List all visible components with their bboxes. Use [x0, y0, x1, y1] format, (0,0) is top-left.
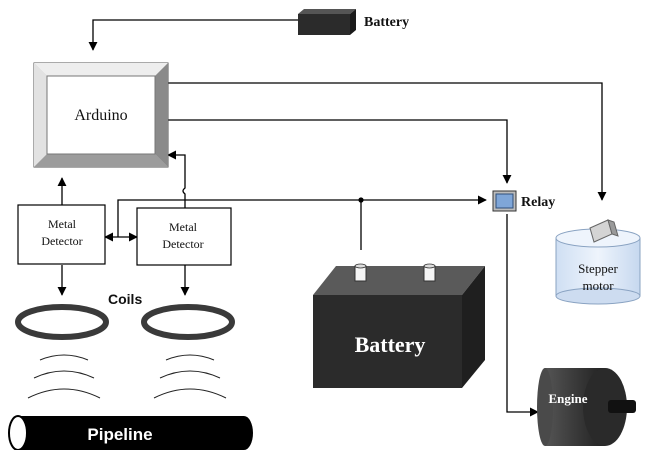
coils-label: Coils [108, 291, 142, 307]
battery-small-label: Battery [364, 15, 409, 30]
battery-large-label: Battery [355, 332, 426, 357]
relay-icon [492, 190, 517, 212]
wire-arduino-to-relay [168, 119, 512, 184]
wire-detector-to-arduino [167, 150, 186, 208]
metal-detector-right [136, 207, 232, 266]
metal-detector-left [17, 204, 106, 265]
detector-right-label-1: Metal [169, 220, 198, 234]
detector-left-label-2: Detector [41, 234, 82, 248]
relay-label: Relay [521, 195, 555, 210]
engine-icon [537, 368, 636, 446]
stepper-motor-icon [555, 219, 641, 305]
arduino-label: Arduino [74, 107, 127, 124]
stepper-label-1: Stepper [578, 261, 618, 276]
battery-icon [298, 9, 356, 35]
pipe-icon [8, 415, 253, 450]
signal-waves-left [27, 354, 101, 399]
stepper-label-2: motor [582, 278, 614, 293]
arduino-box [33, 62, 169, 168]
connections [57, 19, 607, 417]
wire-arduino-to-stepper [168, 82, 607, 201]
coil-ring-icon [141, 304, 235, 340]
coil-ring-icon [15, 304, 109, 340]
junction-dot [358, 197, 364, 203]
wire-battery-to-arduino [88, 19, 298, 51]
engine-label: Engine [548, 391, 587, 406]
detector-right-label-2: Detector [162, 237, 203, 251]
signal-waves-right [153, 354, 227, 399]
wire-relay-to-engine [506, 214, 539, 417]
car-battery-icon [313, 263, 485, 388]
pipeline-label: Pipeline [87, 425, 152, 444]
detector-left-label-1: Metal [48, 217, 77, 231]
